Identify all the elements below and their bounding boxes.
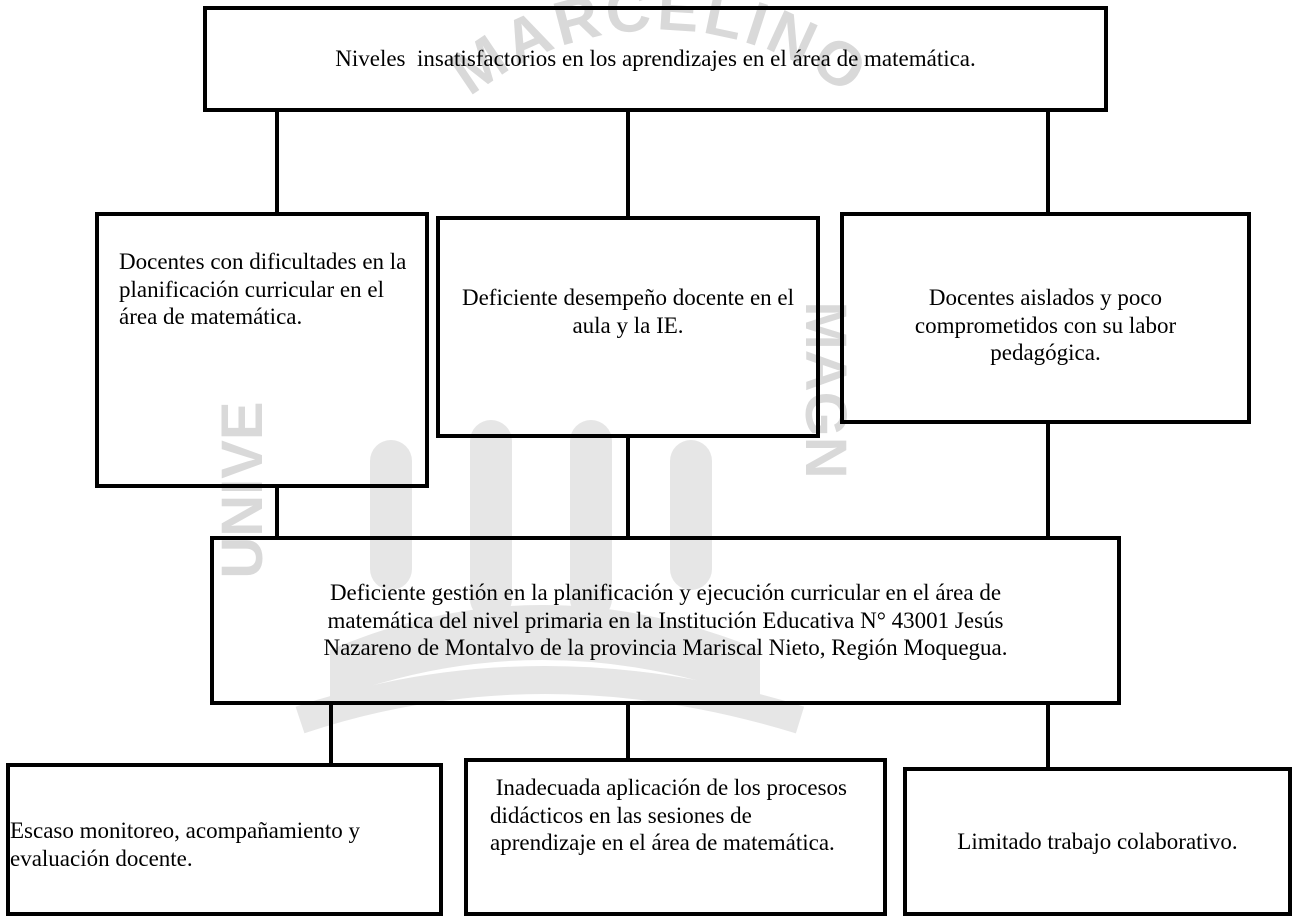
root-cause-text: Escaso monitoreo, acompañamiento y evalu… [10,818,361,871]
root-cause-box-collaboration: Limitado trabajo colaborativo. [903,767,1292,916]
root-cause-text: Inadecuada aplicación de los procesos di… [490,775,853,856]
cause-box-isolation: Docentes aislados y poco comprometidos c… [840,212,1251,424]
cause-box-performance: Deficiente desempeño docente en el aula … [436,216,820,438]
cause-text: Docentes con dificultades en la planific… [119,249,407,330]
watermark-left-text: UNIVE [210,401,275,578]
root-cause-box-monitoring: Escaso monitoreo, acompañamiento y evalu… [6,763,443,916]
effect-text: Niveles insatisfactorios en los aprendiz… [335,46,976,72]
central-problem-text: Deficiente gestión en la planificación y… [323,580,1008,661]
watermark-right-text: MAGN [793,301,858,478]
root-cause-box-didactics: Inadecuada aplicación de los procesos di… [464,758,887,916]
effect-box: Niveles insatisfactorios en los aprendiz… [203,6,1108,112]
cause-text: Deficiente desempeño docente en el aula … [461,285,795,338]
cause-box-planning: Docentes con dificultades en la planific… [95,212,429,488]
root-cause-text: Limitado trabajo colaborativo. [957,828,1238,854]
cause-text: Docentes aislados y poco comprometidos c… [914,285,1177,366]
central-problem-box: Deficiente gestión en la planificación y… [210,536,1121,705]
